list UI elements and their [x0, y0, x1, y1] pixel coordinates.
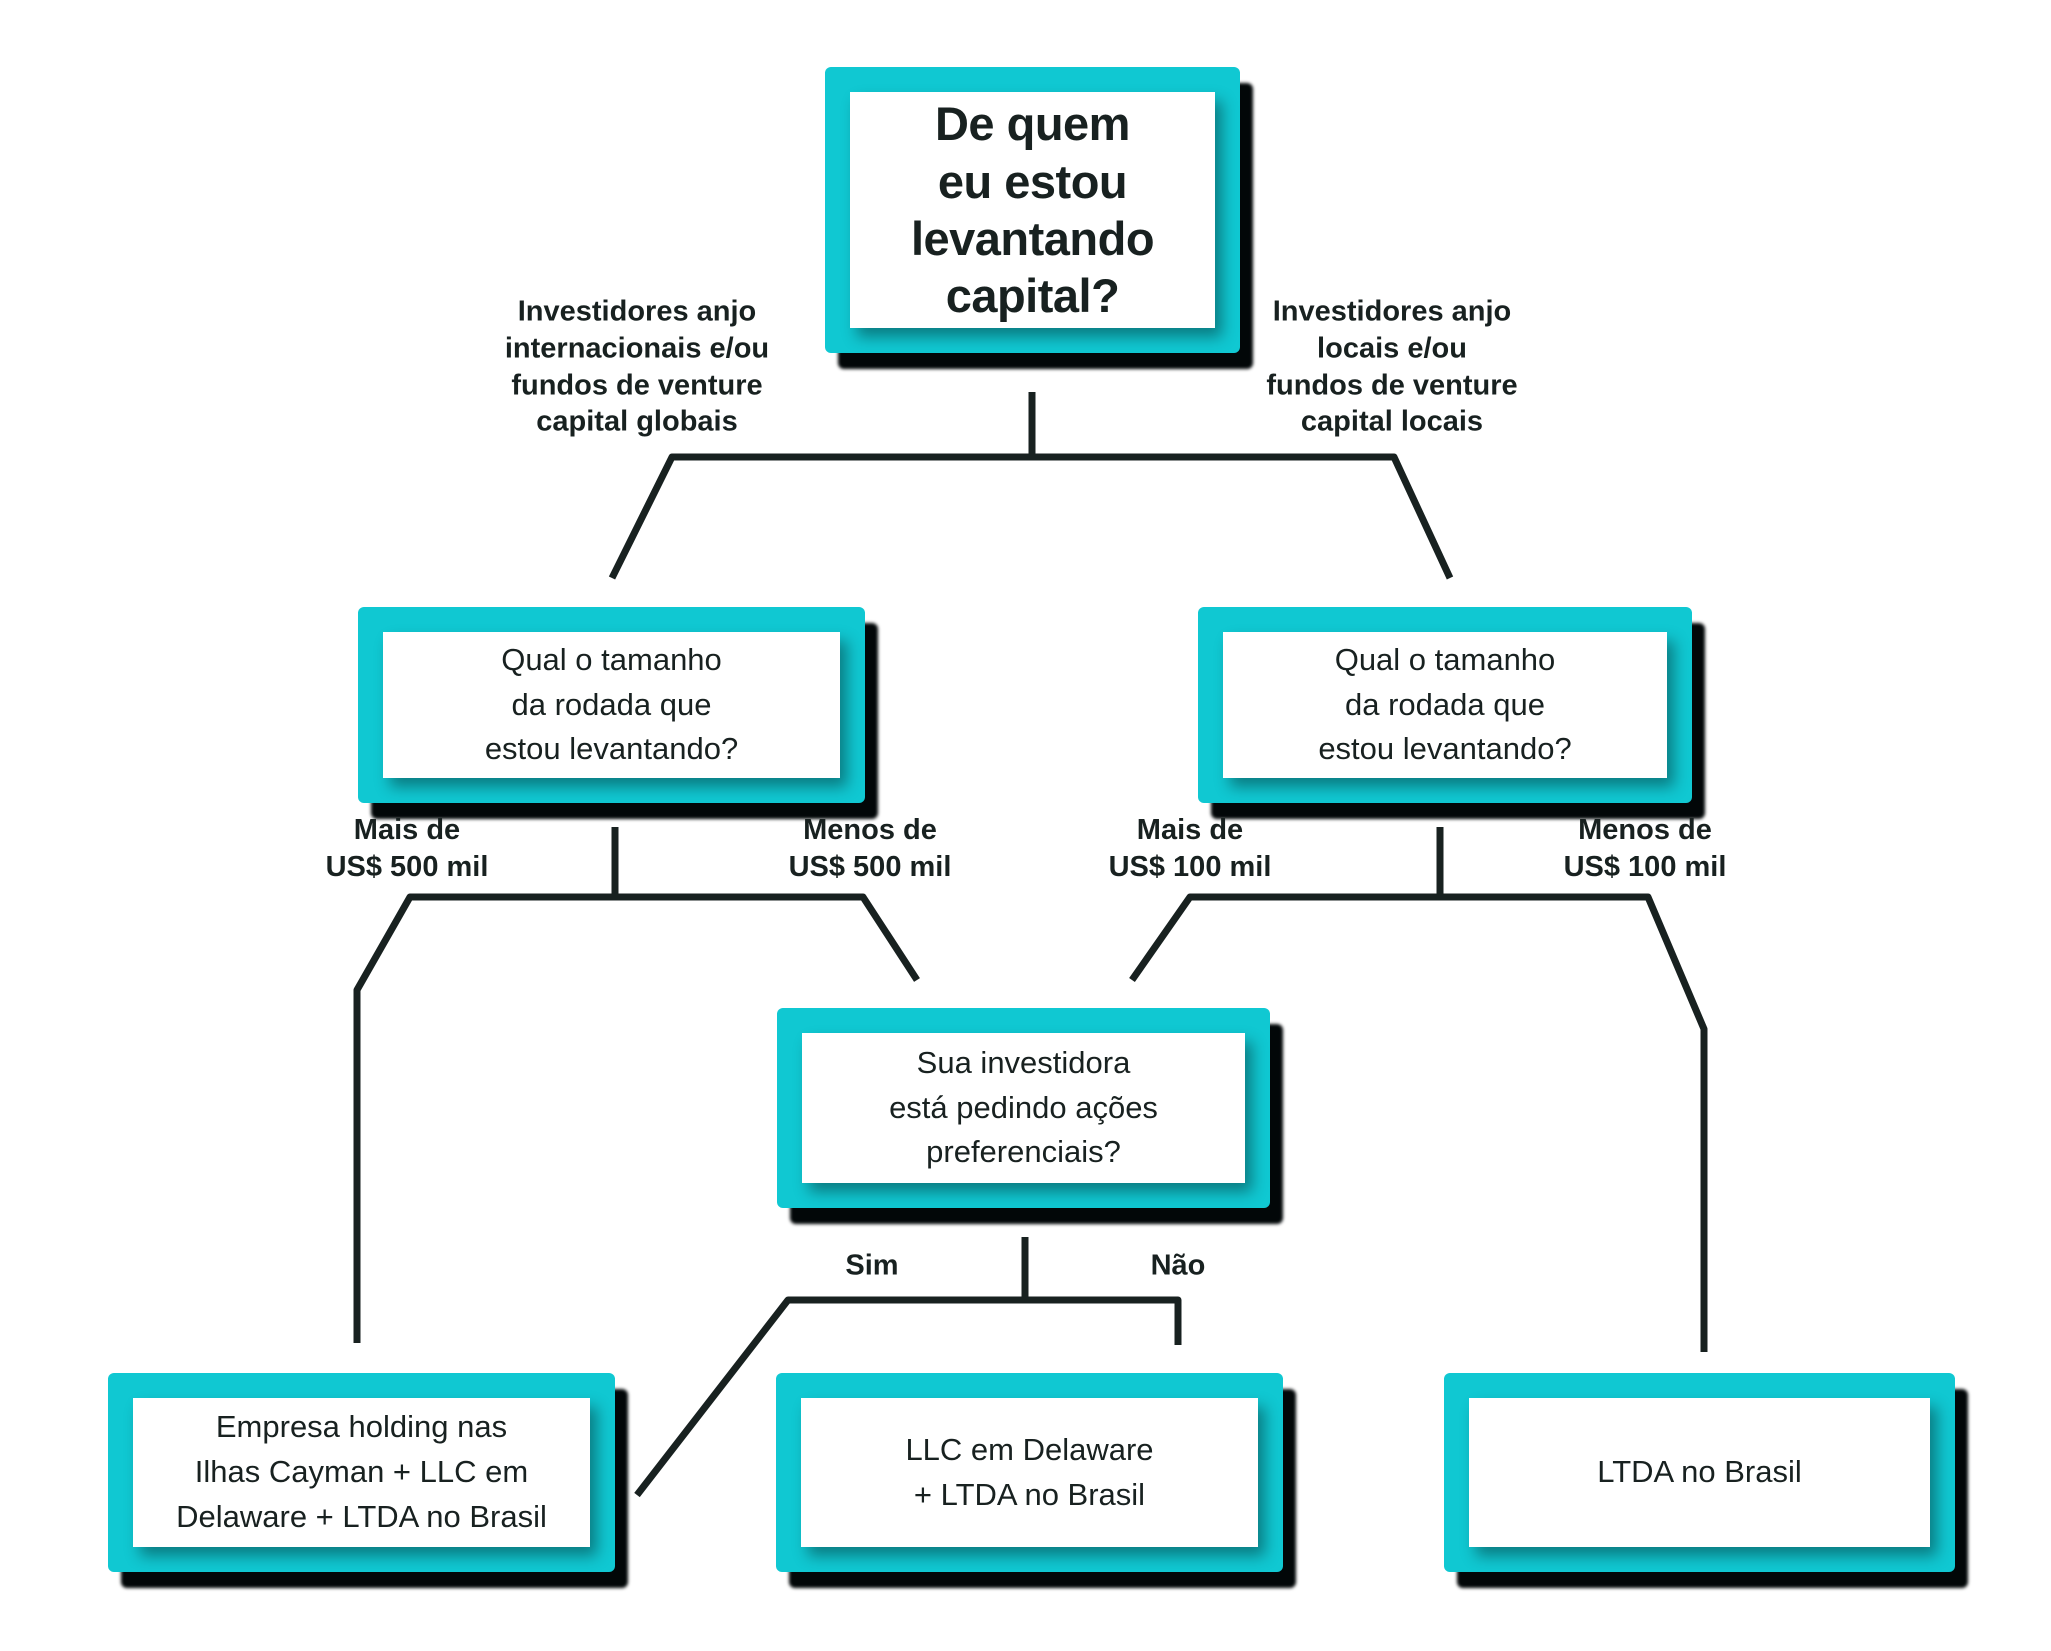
node-result-ltda-brasil-text: LTDA no Brasil	[1597, 1454, 1802, 1490]
node-root-question: De quem eu estou levantando capital?	[825, 67, 1240, 353]
node-preferred-shares-text: Sua investidora está pedindo ações prefe…	[889, 1044, 1158, 1170]
node-round-size-left-text: Qual o tamanho da rodada que estou levan…	[484, 641, 739, 767]
label-more-500k: Mais de US$ 500 mil	[325, 814, 489, 883]
node-result-cayman-holding: Empresa holding nas Ilhas Cayman + LLC e…	[108, 1373, 615, 1572]
label-yes: Sim	[845, 1249, 899, 1282]
node-result-delaware-llc-text: LLC em Delaware + LTDA no Brasil	[905, 1431, 1154, 1512]
node-round-size-right-text: Qual o tamanho da rodada que estou levan…	[1318, 641, 1572, 767]
edge-root-split	[608, 453, 1454, 580]
node-result-ltda-brasil-panel: LTDA no Brasil	[1469, 1398, 1930, 1547]
node-round-size-right-panel: Qual o tamanho da rodada que estou levan…	[1223, 632, 1667, 778]
node-round-size-left-panel: Qual o tamanho da rodada que estou levan…	[383, 632, 840, 778]
label-local-investors: Investidores anjo locais e/ou fundos de …	[1266, 295, 1518, 438]
node-result-delaware-llc-panel: LLC em Delaware + LTDA no Brasil	[801, 1398, 1258, 1547]
node-result-cayman-holding-text: Empresa holding nas Ilhas Cayman + LLC e…	[176, 1409, 547, 1534]
node-round-size-left: Qual o tamanho da rodada que estou levan…	[358, 607, 865, 803]
label-international-investors: Investidores anjo internacionais e/ou fu…	[504, 295, 770, 438]
node-result-cayman-holding-panel: Empresa holding nas Ilhas Cayman + LLC e…	[133, 1398, 590, 1547]
node-preferred-shares-question: Sua investidora está pedindo ações prefe…	[777, 1008, 1270, 1208]
node-preferred-shares-panel: Sua investidora está pedindo ações prefe…	[802, 1033, 1245, 1183]
node-round-size-right: Qual o tamanho da rodada que estou levan…	[1198, 607, 1692, 803]
label-less-100k: Menos de US$ 100 mil	[1563, 814, 1727, 883]
node-result-ltda-brasil: LTDA no Brasil	[1444, 1373, 1955, 1572]
node-root-question-text: De quem eu estou levantando capital?	[910, 97, 1155, 323]
label-more-100k: Mais de US$ 100 mil	[1108, 814, 1272, 883]
label-less-500k: Menos de US$ 500 mil	[788, 814, 952, 883]
label-no: Não	[1150, 1249, 1206, 1282]
node-root-question-panel: De quem eu estou levantando capital?	[850, 92, 1215, 328]
node-result-delaware-llc: LLC em Delaware + LTDA no Brasil	[776, 1373, 1283, 1572]
